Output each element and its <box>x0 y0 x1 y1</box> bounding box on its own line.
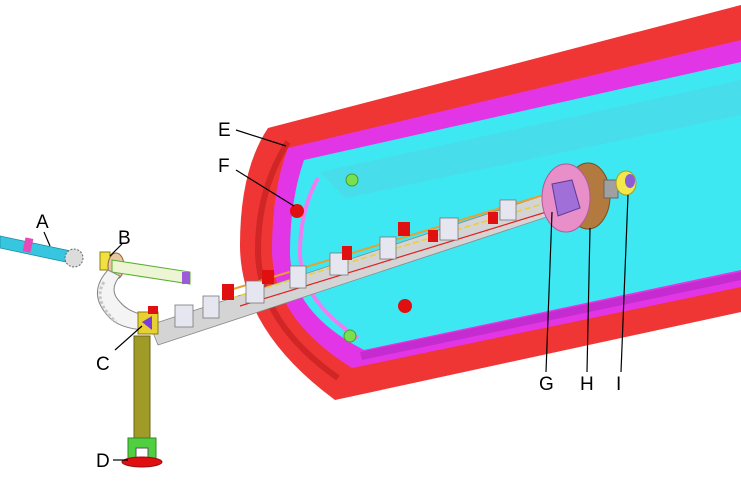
port-bottom <box>344 330 356 342</box>
purple-cap <box>625 174 635 188</box>
leader-a <box>44 232 50 246</box>
red-base <box>122 457 162 467</box>
green-tube <box>112 260 190 284</box>
port-top <box>346 174 358 186</box>
label-h: H <box>580 374 594 395</box>
label-g: G <box>539 374 554 395</box>
red-cap-c <box>148 306 158 314</box>
red-magnet-lower <box>398 299 412 313</box>
label-f: F <box>218 156 230 177</box>
purple-end <box>182 272 190 284</box>
label-c: C <box>96 354 110 375</box>
label-e: E <box>218 120 231 141</box>
flange-a <box>65 249 83 267</box>
upstream-line <box>0 236 190 284</box>
label-b: B <box>118 228 131 249</box>
red-magnet-f <box>290 204 304 218</box>
vessel <box>240 5 741 400</box>
label-i: I <box>616 374 621 395</box>
label-a: A <box>36 212 49 233</box>
olive-column <box>134 336 150 440</box>
label-d: D <box>96 451 110 472</box>
